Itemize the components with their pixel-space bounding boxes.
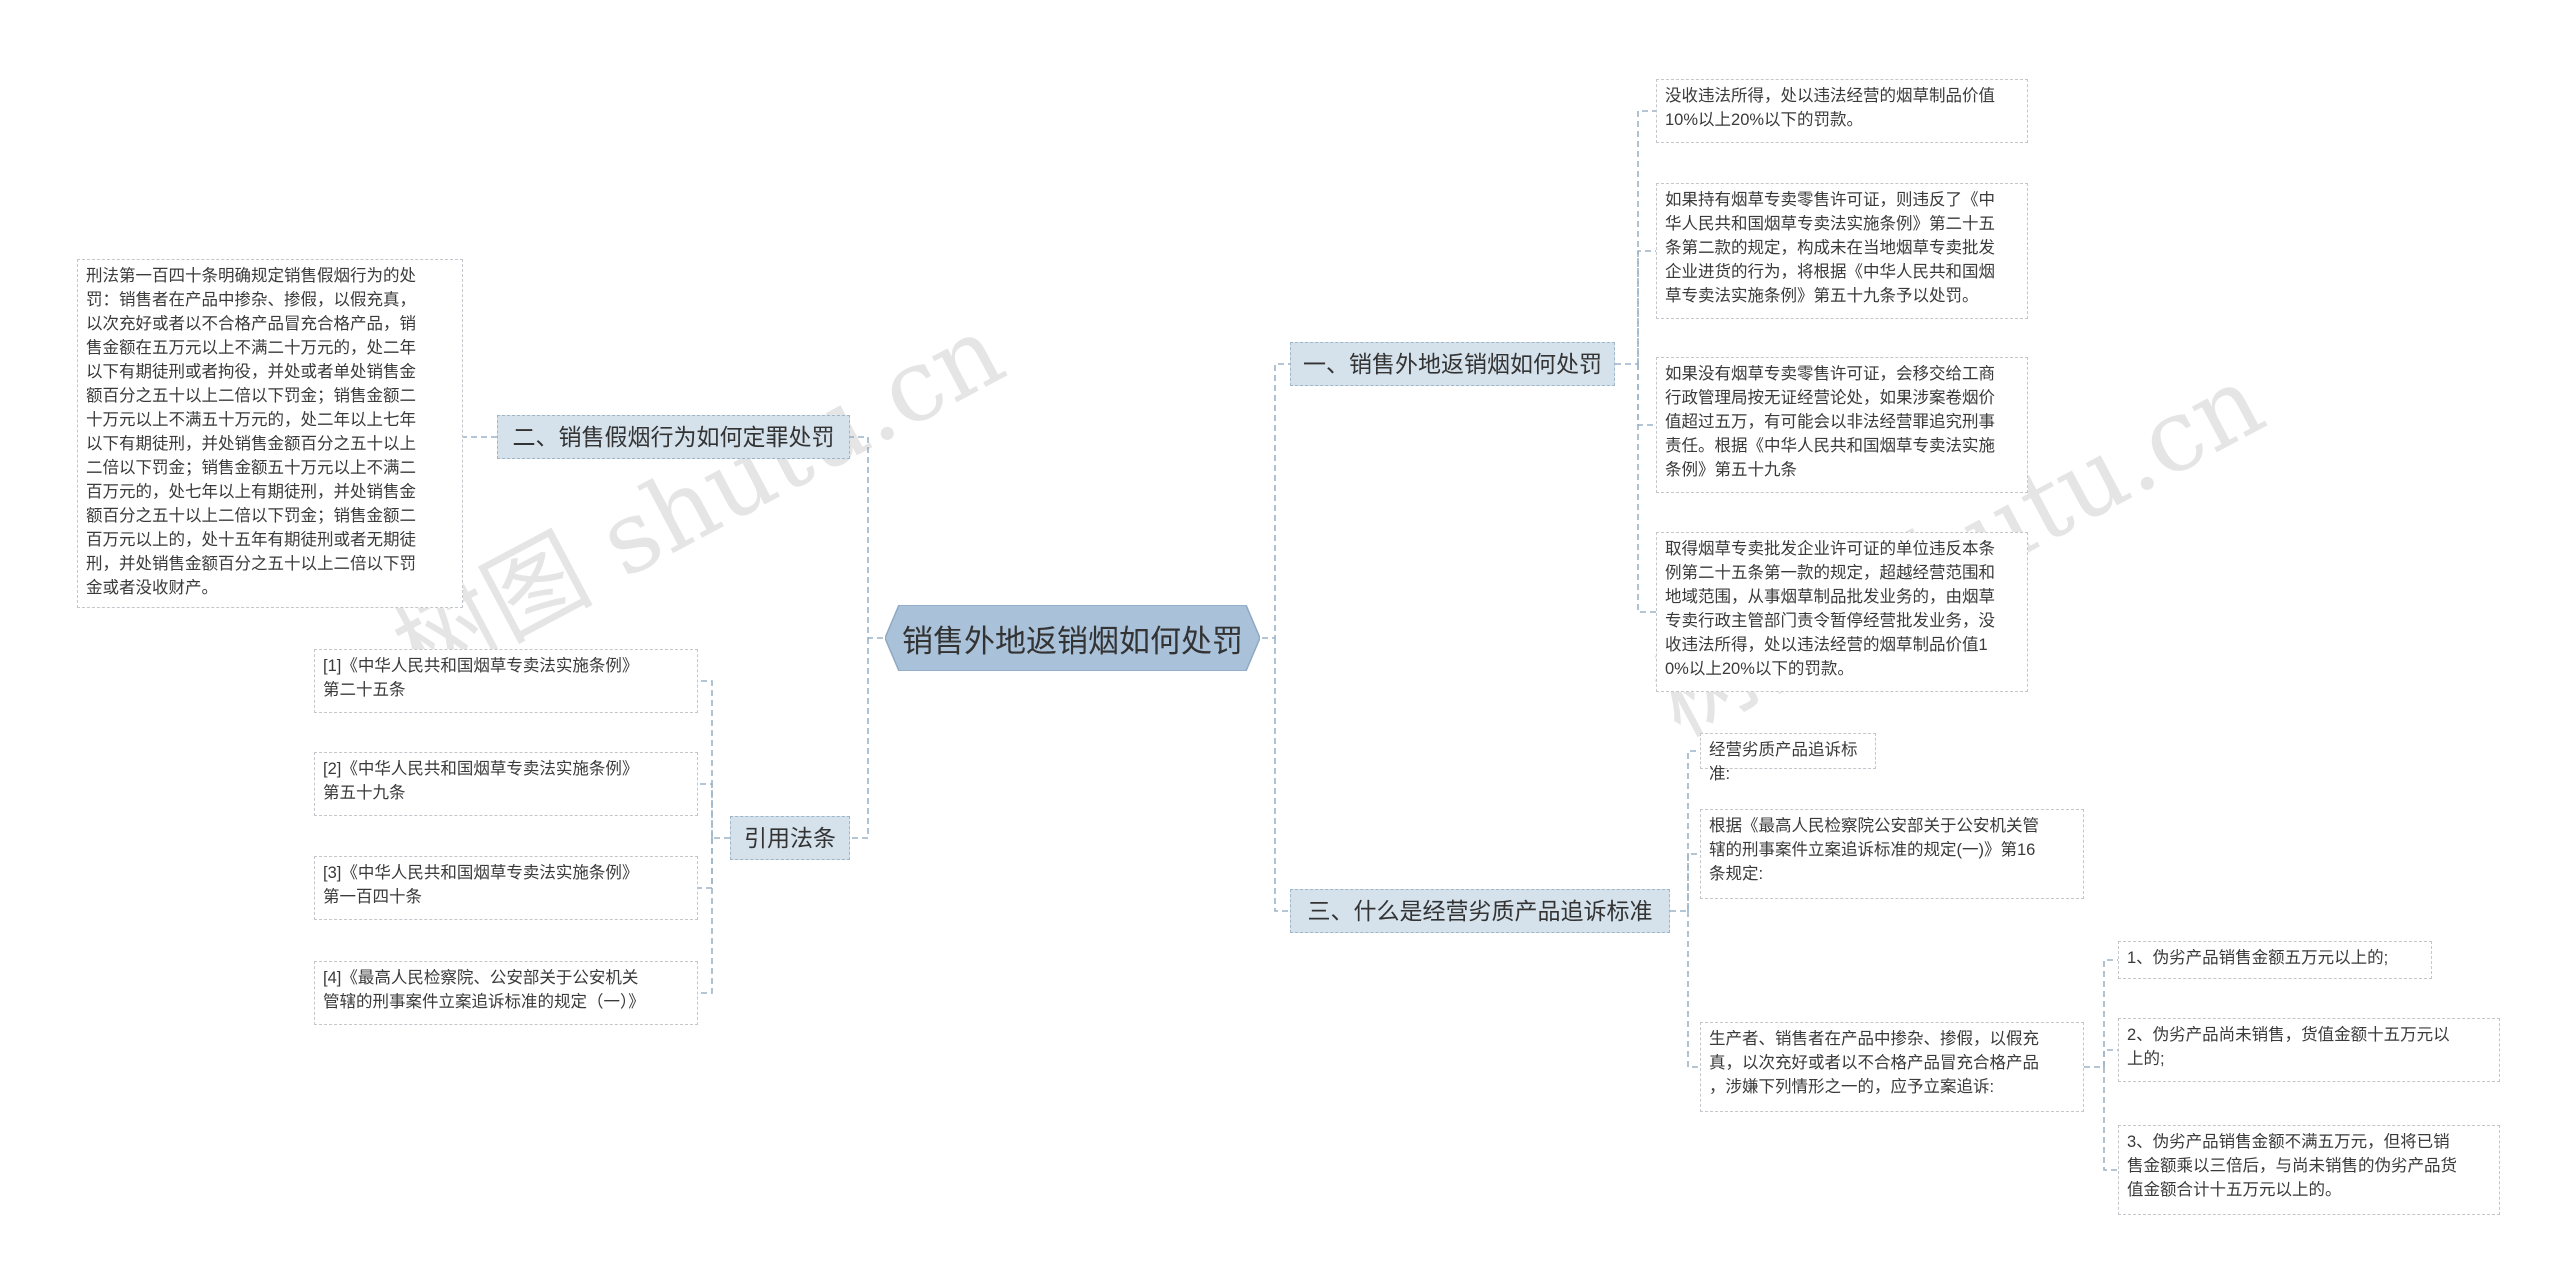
connector-b1-l1 [1615, 110, 1656, 365]
leaf-confiscation-fine[interactable]: 没收违法所得，处以违法经营的烟草制品价值 10%以上20%以下的罚款。 [1656, 79, 2028, 143]
connector-b1-l2 [1637, 250, 1656, 364]
branch-cited-laws[interactable]: 引用法条 [730, 816, 850, 860]
connector-l8-l9 [2084, 959, 2118, 1068]
leaf-condition-1[interactable]: 1、伪劣产品销售金额五万元以上的; [2118, 941, 2432, 979]
root-shape [885, 605, 1260, 671]
leaf-inferior-standard-title[interactable]: 经营劣质产品追诉标准: [1700, 733, 1876, 783]
leaf-no-retail-license[interactable]: 如果没有烟草专卖零售许可证，会移交给工商 行政管理局按无证经营论处，如果涉案卷烟… [1656, 357, 2028, 493]
leaf-citation-2[interactable]: [2]《中华人民共和国烟草专卖法实施条例》 第五十九条 [314, 752, 698, 816]
branch-inferior-product-standard[interactable]: 三、什么是经营劣质产品追诉标准 [1290, 889, 1670, 933]
connector-b1-l4 [1637, 364, 1656, 613]
leaf-article-16-basis[interactable]: 根据《最高人民检察院公安部关于公安机关管 辖的刑事案件立案追诉标准的规定(一)》… [1700, 809, 2084, 899]
root-label: 销售外地返销烟如何处罚 [902, 623, 1243, 659]
leaf-citation-4[interactable]: [4]《最高人民检察院、公安部关于公安机关 管辖的刑事案件立案追诉标准的规定（一… [314, 961, 698, 1025]
leaf-retail-license-holder[interactable]: 如果持有烟草专卖零售许可证，则违反了《中 华人民共和国烟草专卖法实施条例》第二十… [1656, 183, 2028, 319]
connector-root-b1 [1262, 363, 1290, 639]
connector-b4-l15 [698, 838, 713, 994]
connector-b4-l13 [698, 783, 713, 838]
leaf-citation-3[interactable]: [3]《中华人民共和国烟草专卖法实施条例》 第一百四十条 [314, 856, 698, 920]
connector-b3-l6 [1670, 750, 1700, 912]
connector-root-b2 [850, 436, 883, 639]
connector-b4-l12 [698, 680, 730, 839]
leaf-criminal-law-article-140[interactable]: 刑法第一百四十条明确规定销售假烟行为的处 罚：销售者在产品中掺杂、掺假，以假充真… [77, 259, 463, 608]
leaf-condition-2[interactable]: 2、伪劣产品尚未销售，货值金额十五万元以 上的; [2118, 1018, 2500, 1082]
leaf-condition-3[interactable]: 3、伪劣产品销售金额不满五万元，但将已销 售金额乘以三倍后，与尚未销售的伪劣产品… [2118, 1125, 2500, 1215]
connector-b4-l14 [698, 838, 713, 889]
connector-l8-l11 [2103, 1067, 2118, 1171]
root-topic[interactable]: 销售外地返销烟如何处罚 [885, 605, 1260, 671]
connector-b1-l3 [1637, 364, 1656, 426]
connector-root-b3 [1274, 638, 1290, 912]
branch-foreign-resale-penalty[interactable]: 一、销售外地返销烟如何处罚 [1290, 342, 1615, 386]
connector-l8-l10 [2103, 1049, 2118, 1067]
leaf-prosecution-conditions[interactable]: 生产者、销售者在产品中掺杂、掺假，以假充 真，以次充好或者以不合格产品冒充合格产… [1700, 1022, 2084, 1112]
leaf-wholesale-license-violation[interactable]: 取得烟草专卖批发企业许可证的单位违反本条 例第二十五条第一款的规定，超越经营范围… [1656, 532, 2028, 692]
branch-fake-cigarette-crime[interactable]: 二、销售假烟行为如何定罪处罚 [497, 415, 850, 459]
connector-root-b4 [850, 638, 869, 839]
connector-b3-l8 [1687, 911, 1700, 1068]
leaf-citation-1[interactable]: [1]《中华人民共和国烟草专卖法实施条例》 第二十五条 [314, 649, 698, 713]
connector-b3-l7 [1687, 853, 1700, 911]
